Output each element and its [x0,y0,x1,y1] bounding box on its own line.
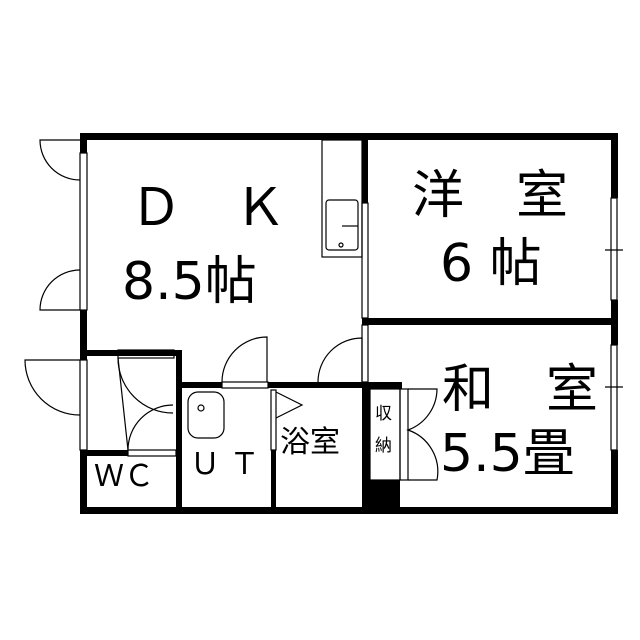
wall-left-mid [80,310,87,360]
wall-storage-top [362,382,402,389]
wall-bottom [80,507,618,514]
sink-icon [325,199,359,251]
wall-wc-top [80,450,128,456]
door-japanese [317,337,363,383]
storage-label-2: 納 [375,436,392,456]
japanese-name: 和 室 [442,360,599,420]
wall-right-upper [611,133,618,198]
door-ut [221,381,269,389]
wall-bath-storage [362,382,370,514]
wall-dk-western [362,133,368,203]
storage-box [369,388,401,481]
wall-western-japanese [362,318,618,325]
western-size: 6 帖 [440,234,542,294]
wall-dk-bottom [80,350,180,356]
door-frame-entrance [79,359,88,451]
dk-size: 8.5帖 [122,252,257,312]
wall-ut-bath [271,450,276,514]
wall-ut-top-right [268,382,364,388]
walls [80,133,618,514]
wall-left-bottom [80,450,87,514]
wall-top [80,133,618,140]
door-entrance [24,359,81,416]
window-japanese [610,344,618,451]
wall-right-lower [611,450,618,514]
bath-label: 浴室 [280,425,340,460]
window-dk [79,152,88,311]
window-western [610,197,618,301]
kitchen-counter [321,139,363,258]
door-bath [270,389,277,451]
door-storage [406,388,439,481]
wc-label: ＷＣ [94,459,154,494]
fixtures [24,139,623,481]
japanese-size: 5.5畳 [440,424,575,484]
wall-wc-ut [176,350,182,514]
wall-left-top [80,133,87,153]
storage-label-1: 収 [375,404,392,424]
sliding-door-dk [361,202,369,319]
wall-ut-top-left [182,382,222,388]
washbasin-icon [187,391,225,439]
storage-pillar [370,480,400,514]
closet-frame [117,349,175,359]
western-name: 洋 室 [412,166,569,226]
door-dk-lower [39,269,81,311]
dk-name: Ｄ Ｋ [130,178,287,238]
door-entrance-upper [39,139,81,181]
ut-label: Ｕ Ｔ [190,447,260,482]
